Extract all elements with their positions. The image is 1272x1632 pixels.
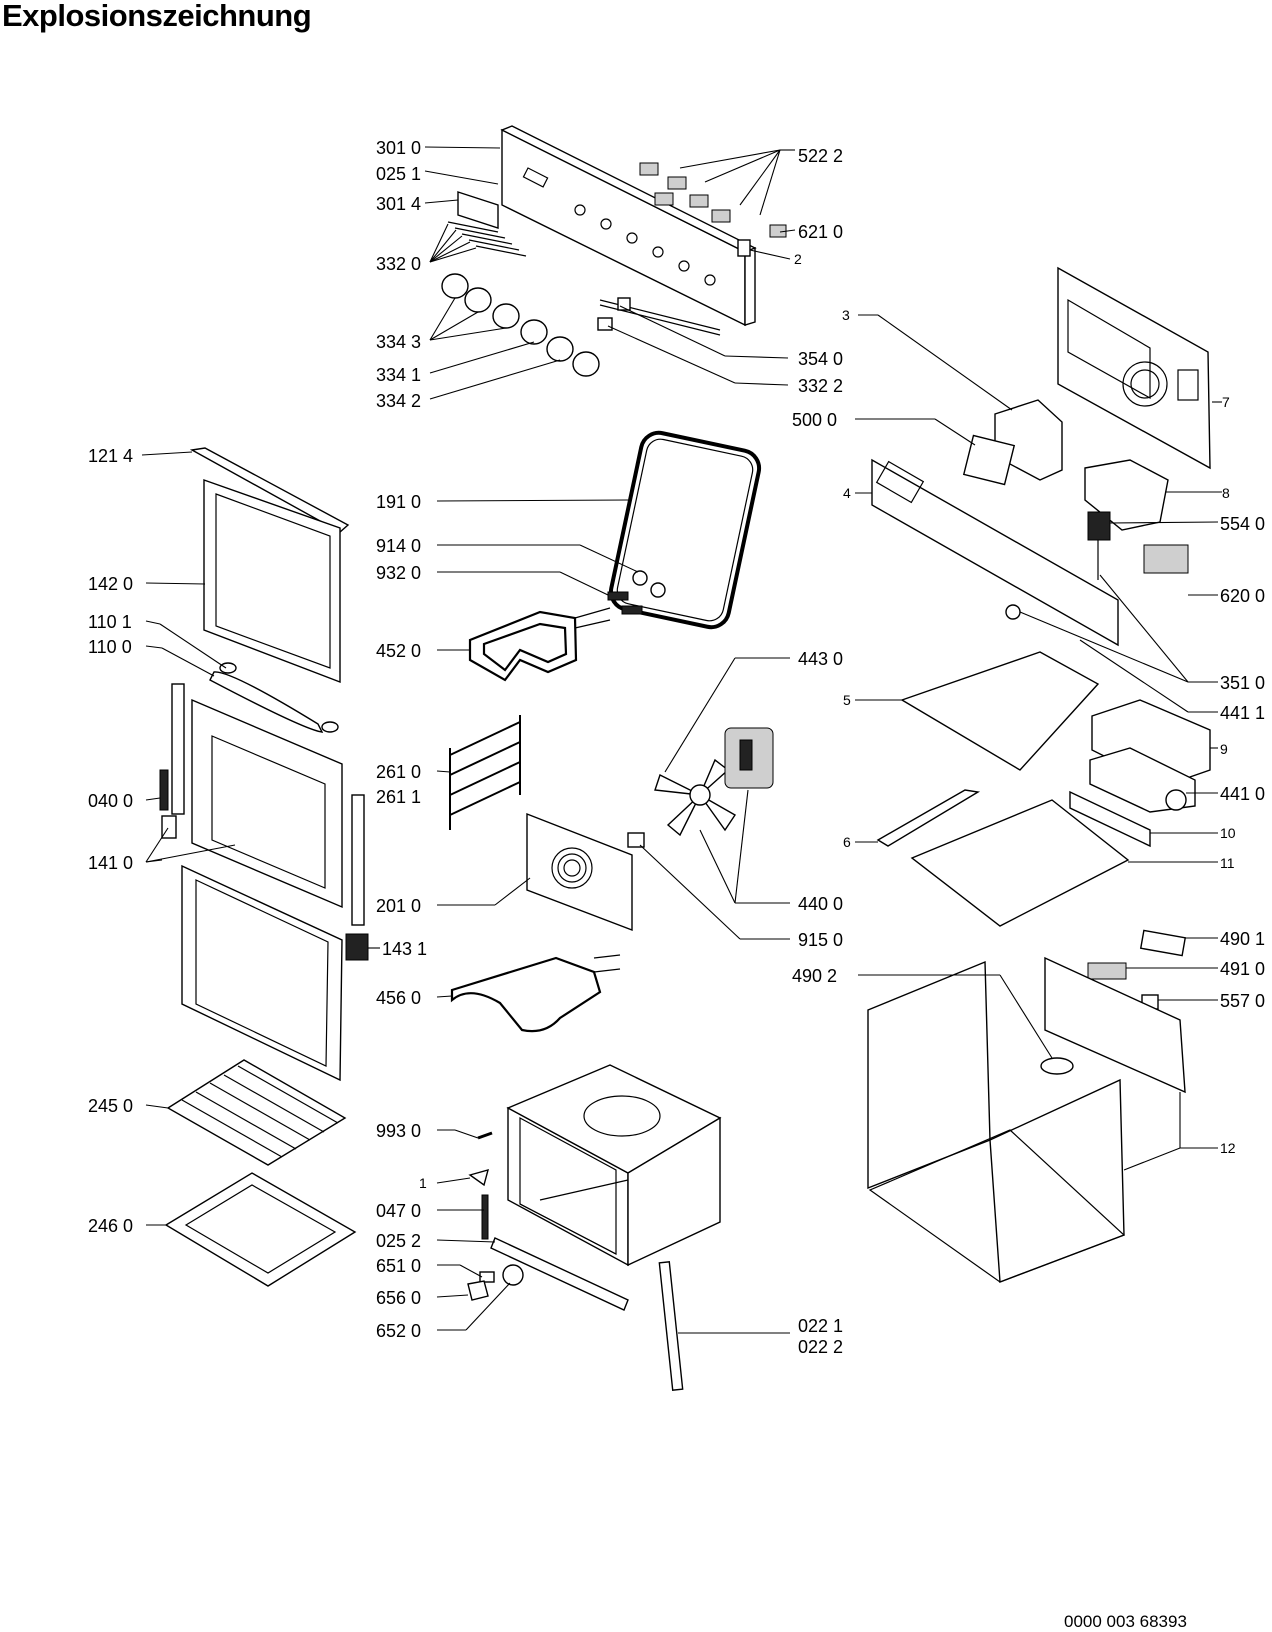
label-11: 11	[1220, 855, 1235, 871]
callout-labels: 301 0 025 1 301 4 332 0 334 3 334 1 334 …	[88, 138, 1265, 1357]
fan-cover-part	[526, 812, 633, 932]
outer-casing-part	[867, 956, 1186, 1283]
label-452-0: 452 0	[376, 641, 421, 661]
label-441-0: 441 0	[1220, 784, 1265, 804]
label-246-0: 246 0	[88, 1216, 133, 1236]
label-022-2: 022 2	[798, 1337, 843, 1357]
label-651-0: 651 0	[376, 1256, 421, 1276]
label-040-0: 040 0	[88, 791, 133, 811]
label-351-0: 351 0	[1220, 673, 1265, 693]
grill-element-part	[468, 607, 611, 682]
label-914-0: 914 0	[376, 536, 421, 556]
grid-shelf-part	[166, 1059, 347, 1166]
label-915-0: 915 0	[798, 930, 843, 950]
label-334-2: 334 2	[376, 391, 421, 411]
knob-set-part	[441, 273, 600, 377]
label-301-4: 301 4	[376, 194, 421, 214]
hinge-part	[345, 933, 369, 961]
control-panel-part	[500, 125, 757, 336]
air-duct-part	[1069, 790, 1151, 848]
label-191-0: 191 0	[376, 492, 421, 512]
label-491-0: 491 0	[1220, 959, 1265, 979]
label-656-0: 656 0	[376, 1288, 421, 1308]
label-993-0: 993 0	[376, 1121, 421, 1141]
label-301-0: 301 0	[376, 138, 421, 158]
label-2: 2	[794, 251, 802, 267]
label-110-1: 110 1	[88, 612, 132, 632]
label-7: 7	[1222, 394, 1230, 410]
door-handle-part	[209, 671, 324, 733]
bottom-heater-part	[450, 956, 602, 1033]
label-443-0: 443 0	[798, 649, 843, 669]
label-620-0: 620 0	[1220, 586, 1265, 606]
push-rod-part	[597, 317, 613, 331]
label-245-0: 245 0	[88, 1096, 133, 1116]
label-490-2: 490 2	[792, 966, 837, 986]
label-557-0: 557 0	[1220, 991, 1265, 1011]
label-334-1: 334 1	[376, 365, 421, 385]
label-490-1: 490 1	[1220, 929, 1265, 949]
label-652-0: 652 0	[376, 1321, 421, 1341]
spindle-set-part	[447, 221, 527, 257]
label-441-1: 441 1	[1220, 703, 1265, 723]
label-10: 10	[1220, 825, 1236, 841]
back-wall-part	[1057, 266, 1211, 470]
bottom-rail-part	[876, 789, 981, 847]
label-141-0: 141 0	[88, 853, 133, 873]
label-8: 8	[1222, 485, 1230, 501]
label-332-0: 332 0	[376, 254, 421, 274]
label-12: 12	[1220, 1140, 1236, 1156]
terminal-block-part	[1143, 544, 1189, 574]
label-142-0: 142 0	[88, 574, 133, 594]
label-4: 4	[843, 485, 851, 501]
label-334-3: 334 3	[376, 332, 421, 352]
label-932-0: 932 0	[376, 563, 421, 583]
label-500-0: 500 0	[792, 410, 837, 430]
label-110-0: 110 0	[88, 637, 132, 657]
label-143-1: 143 1	[382, 939, 427, 959]
label-621-0: 621 0	[798, 222, 843, 242]
baking-tray-part	[164, 1172, 357, 1287]
label-456-0: 456 0	[376, 988, 421, 1008]
label-6: 6	[843, 834, 851, 850]
bottom-plate-part	[910, 799, 1130, 927]
label-354-0: 354 0	[798, 349, 843, 369]
label-332-2: 332 2	[798, 376, 843, 396]
label-261-0: 261 0	[376, 762, 421, 782]
label-121-4: 121 4	[88, 446, 133, 466]
label-3: 3	[842, 307, 850, 323]
thermostat-part	[1087, 511, 1111, 541]
timer-module-part	[962, 434, 1016, 486]
side-rail-part	[658, 1261, 684, 1391]
label-1: 1	[419, 1175, 427, 1191]
fan-motor-part	[627, 727, 774, 848]
label-554-0: 554 0	[1220, 514, 1265, 534]
door-gasket-part	[608, 430, 762, 630]
side-rack-part	[449, 715, 521, 830]
door-frame-part	[159, 683, 365, 926]
label-201-0: 201 0	[376, 896, 421, 916]
leader-lines	[141, 146, 1222, 1334]
label-522-2: 522 2	[798, 146, 843, 166]
label-047-0: 047 0	[376, 1201, 421, 1221]
label-5: 5	[843, 692, 851, 708]
inner-glass-part	[181, 864, 343, 1082]
top-plate-part	[900, 651, 1100, 771]
label-022-1: 022 1	[798, 1316, 843, 1336]
label-9: 9	[1220, 741, 1228, 757]
label-261-1: 261 1	[376, 787, 421, 807]
switch-set-part	[639, 162, 787, 257]
label-025-1: 025 1	[376, 164, 421, 184]
door-trim-part	[189, 447, 350, 533]
outer-glass-part	[203, 479, 341, 684]
page-title: Explosionszeichnung	[2, 0, 312, 33]
panel-plate-part	[457, 191, 499, 229]
oven-cavity-part	[506, 1064, 722, 1267]
label-025-2: 025 2	[376, 1231, 421, 1251]
document-code: 0000 003 68393	[1064, 1612, 1187, 1631]
control-bracket-part	[871, 458, 1119, 647]
label-440-0: 440 0	[798, 894, 843, 914]
